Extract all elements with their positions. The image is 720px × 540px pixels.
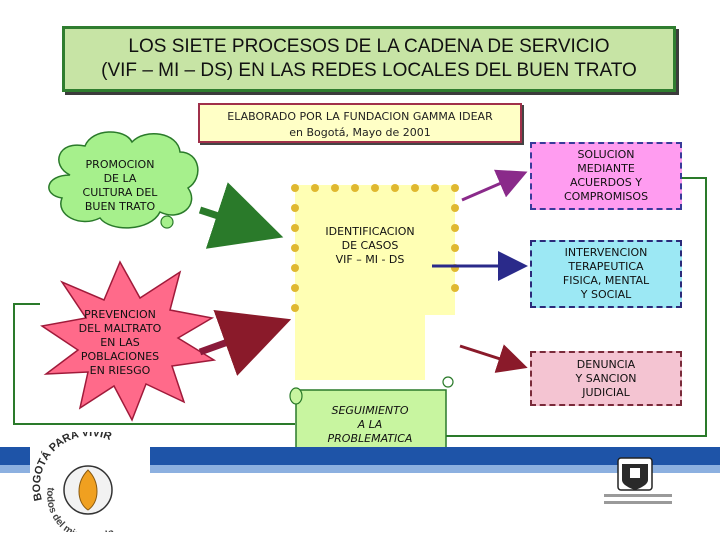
feedback-loop [13,177,707,437]
identificacion-shape [291,184,459,380]
footer-band-light [0,465,720,473]
arrows [198,169,528,376]
credit-line-1: ELABORADO POR LA FUNDACION GAMMA IDEAR [227,110,493,123]
identificacion-label: IDENTIFICACION DE CASOS VIF – MI - DS [325,225,415,266]
intervencion-box: INTERVENCION TERAPEUTICA FISICA, MENTAL … [530,240,682,308]
bogota-logo: BOGOTÁ PARA VIVIR todos del mismo lado [30,432,150,532]
denuncia-box: DENUNCIA Y SANCION JUDICIAL [530,351,682,406]
prevencion-starburst-shape [40,260,217,422]
credit-line-2: en Bogotá, Mayo de 2001 [289,126,431,139]
promocion-cloud-shape [48,131,199,229]
footer-band [0,447,720,465]
credit-box: ELABORADO POR LA FUNDACION GAMMA IDEAR e… [198,103,522,143]
title-line-1: LOS SIETE PROCESOS DE LA CADENA DE SERVI… [128,36,610,57]
title-line-2: (VIF – MI – DS) EN LAS REDES LOCALES DEL… [101,60,637,81]
promocion-label: PROMOCION DE LA CULTURA DEL BUEN TRATO [82,158,158,213]
coat-of-arms-emblem [604,457,672,504]
seguimiento-label: SEGUIMIENTO A LA PROBLEMATICA [327,404,413,445]
prevencion-label: PREVENCION DEL MALTRATO EN LAS POBLACION… [78,308,162,377]
title-banner: LOS SIETE PROCESOS DE LA CADENA DE SERVI… [62,26,676,92]
solucion-box: SOLUCION MEDIANTE ACUERDOS Y COMPROMISOS [530,142,682,210]
